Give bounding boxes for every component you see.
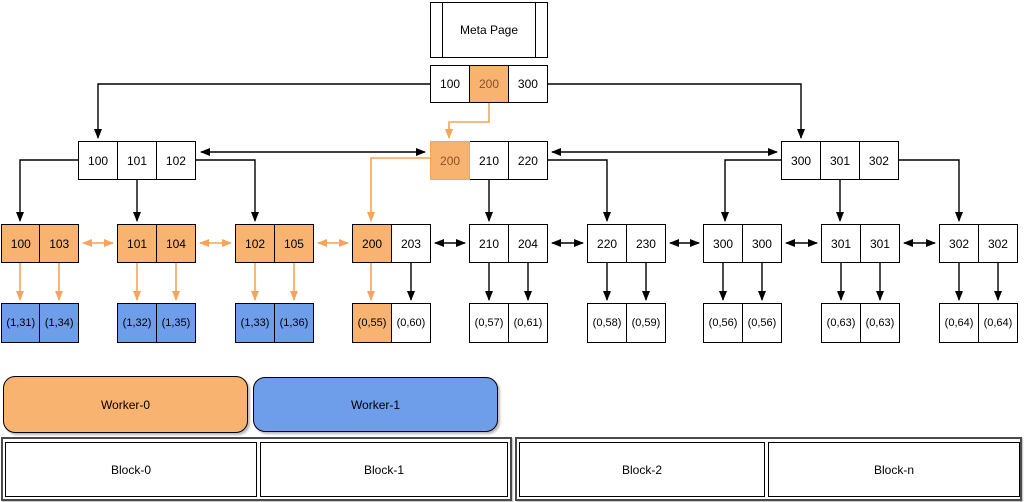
value-node: (1,32) (1,35) xyxy=(117,303,196,343)
internal-node-left: 100 101 102 xyxy=(78,141,196,180)
value-node: (0,55) (0,60) xyxy=(352,303,431,343)
leaf-node: 302 302 xyxy=(939,224,1018,263)
leaf-node: 301 301 xyxy=(821,224,900,263)
tree-cell: 301 xyxy=(819,141,861,180)
tree-cell-worker1: (1,35) xyxy=(155,303,196,343)
value-node: (1,31) (1,34) xyxy=(1,303,79,343)
value-node: (1,33) (1,36) xyxy=(235,303,314,343)
value-node: (0,56) (0,56) xyxy=(703,303,782,343)
leaf-node: 102 105 xyxy=(235,224,314,263)
meta-page-node: Meta Page xyxy=(430,2,548,58)
tree-cell: 203 xyxy=(390,224,431,263)
tree-cell: 302 xyxy=(939,224,980,263)
tree-cell: (0,64) xyxy=(977,303,1018,343)
tree-cell: 302 xyxy=(977,224,1018,263)
tree-cell: 220 xyxy=(507,141,548,180)
value-node: (0,58) (0,59) xyxy=(587,303,666,343)
tree-cell: 300 xyxy=(507,65,548,103)
tree-cell: (0,59) xyxy=(625,303,666,343)
tree-cell-highlighted: 103 xyxy=(39,224,79,263)
tree-cell: 230 xyxy=(625,224,666,263)
block-0-node: Block-0 xyxy=(5,442,257,497)
root-node: 100 200 300 xyxy=(430,65,548,103)
value-node: (0,63) (0,63) xyxy=(821,303,900,343)
tree-cell-worker1: (1,33) xyxy=(235,303,276,343)
block-n-node: Block-n xyxy=(768,442,1020,497)
tree-cell: 302 xyxy=(858,141,899,180)
tree-cell: 204 xyxy=(507,224,548,263)
tree-cell: (0,58) xyxy=(587,303,628,343)
block-n-label: Block-n xyxy=(873,462,914,477)
worker-1-label: Worker-1 xyxy=(350,397,401,412)
tree-cell: 210 xyxy=(468,141,510,180)
tree-cell-worker1: (1,31) xyxy=(1,303,41,343)
tree-cell: 101 xyxy=(116,141,158,180)
tree-cell-highlighted: 101 xyxy=(117,224,158,263)
tree-cell-highlighted: 100 xyxy=(1,224,41,263)
tree-cell-highlighted: 104 xyxy=(155,224,196,263)
block-0-label: Block-0 xyxy=(110,462,151,477)
value-node: (0,57) (0,61) xyxy=(469,303,548,343)
tree-cell: 102 xyxy=(155,141,196,180)
tree-cell: 301 xyxy=(859,224,900,263)
leaf-node: 300 300 xyxy=(703,224,782,263)
value-node: (0,64) (0,64) xyxy=(939,303,1018,343)
tree-cell: (0,63) xyxy=(821,303,862,343)
tree-cell-highlighted: (0,55) xyxy=(352,303,393,343)
internal-node-middle: 200 210 220 xyxy=(430,141,548,180)
tree-cell: (0,63) xyxy=(859,303,900,343)
worker-0-label: Worker-0 xyxy=(100,397,151,412)
worker-0-node: Worker-0 xyxy=(3,376,248,433)
tree-cell: 300 xyxy=(781,141,822,180)
leaf-node: 101 104 xyxy=(117,224,196,263)
leaf-node: 210 204 xyxy=(469,224,548,263)
orange-scan-path-edges xyxy=(16,103,490,301)
tree-cell-highlighted: 200 xyxy=(430,141,471,180)
leaf-node: 220 230 xyxy=(587,224,666,263)
tree-cell-highlighted: 105 xyxy=(273,224,314,263)
tree-cell: 100 xyxy=(78,141,119,180)
tree-cell: (0,56) xyxy=(741,303,782,343)
tree-cell: 301 xyxy=(821,224,862,263)
tree-cell: 100 xyxy=(430,65,471,103)
tree-cell: 300 xyxy=(741,224,782,263)
tree-cell: 220 xyxy=(587,224,628,263)
black-edges xyxy=(16,83,1002,301)
tree-cell: (0,57) xyxy=(469,303,510,343)
tree-cell-highlighted: 102 xyxy=(235,224,276,263)
leaf-node: 200 203 xyxy=(352,224,431,263)
leaf-node: 100 103 xyxy=(1,224,79,263)
tree-cell: (0,56) xyxy=(703,303,744,343)
tree-cell: (0,61) xyxy=(507,303,548,343)
tree-cell: (0,64) xyxy=(939,303,980,343)
tree-cell-highlighted: 200 xyxy=(468,65,510,103)
meta-page-right-rail xyxy=(534,3,536,57)
tree-cell-worker1: (1,34) xyxy=(39,303,79,343)
tree-cell: 210 xyxy=(469,224,510,263)
block-1-label: Block-1 xyxy=(363,462,404,477)
tree-cell: 300 xyxy=(703,224,744,263)
tree-cell-worker1: (1,36) xyxy=(273,303,314,343)
block-2-node: Block-2 xyxy=(519,442,765,497)
worker-1-node: Worker-1 xyxy=(253,377,498,432)
meta-page-left-rail xyxy=(442,3,444,57)
tree-cell-highlighted: 200 xyxy=(352,224,393,263)
tree-cell-worker1: (1,32) xyxy=(117,303,158,343)
tree-cell: (0,60) xyxy=(390,303,431,343)
meta-page-label: Meta Page xyxy=(459,23,519,37)
block-2-label: Block-2 xyxy=(621,462,662,477)
internal-node-right: 300 301 302 xyxy=(781,141,899,180)
block-1-node: Block-1 xyxy=(260,442,508,497)
